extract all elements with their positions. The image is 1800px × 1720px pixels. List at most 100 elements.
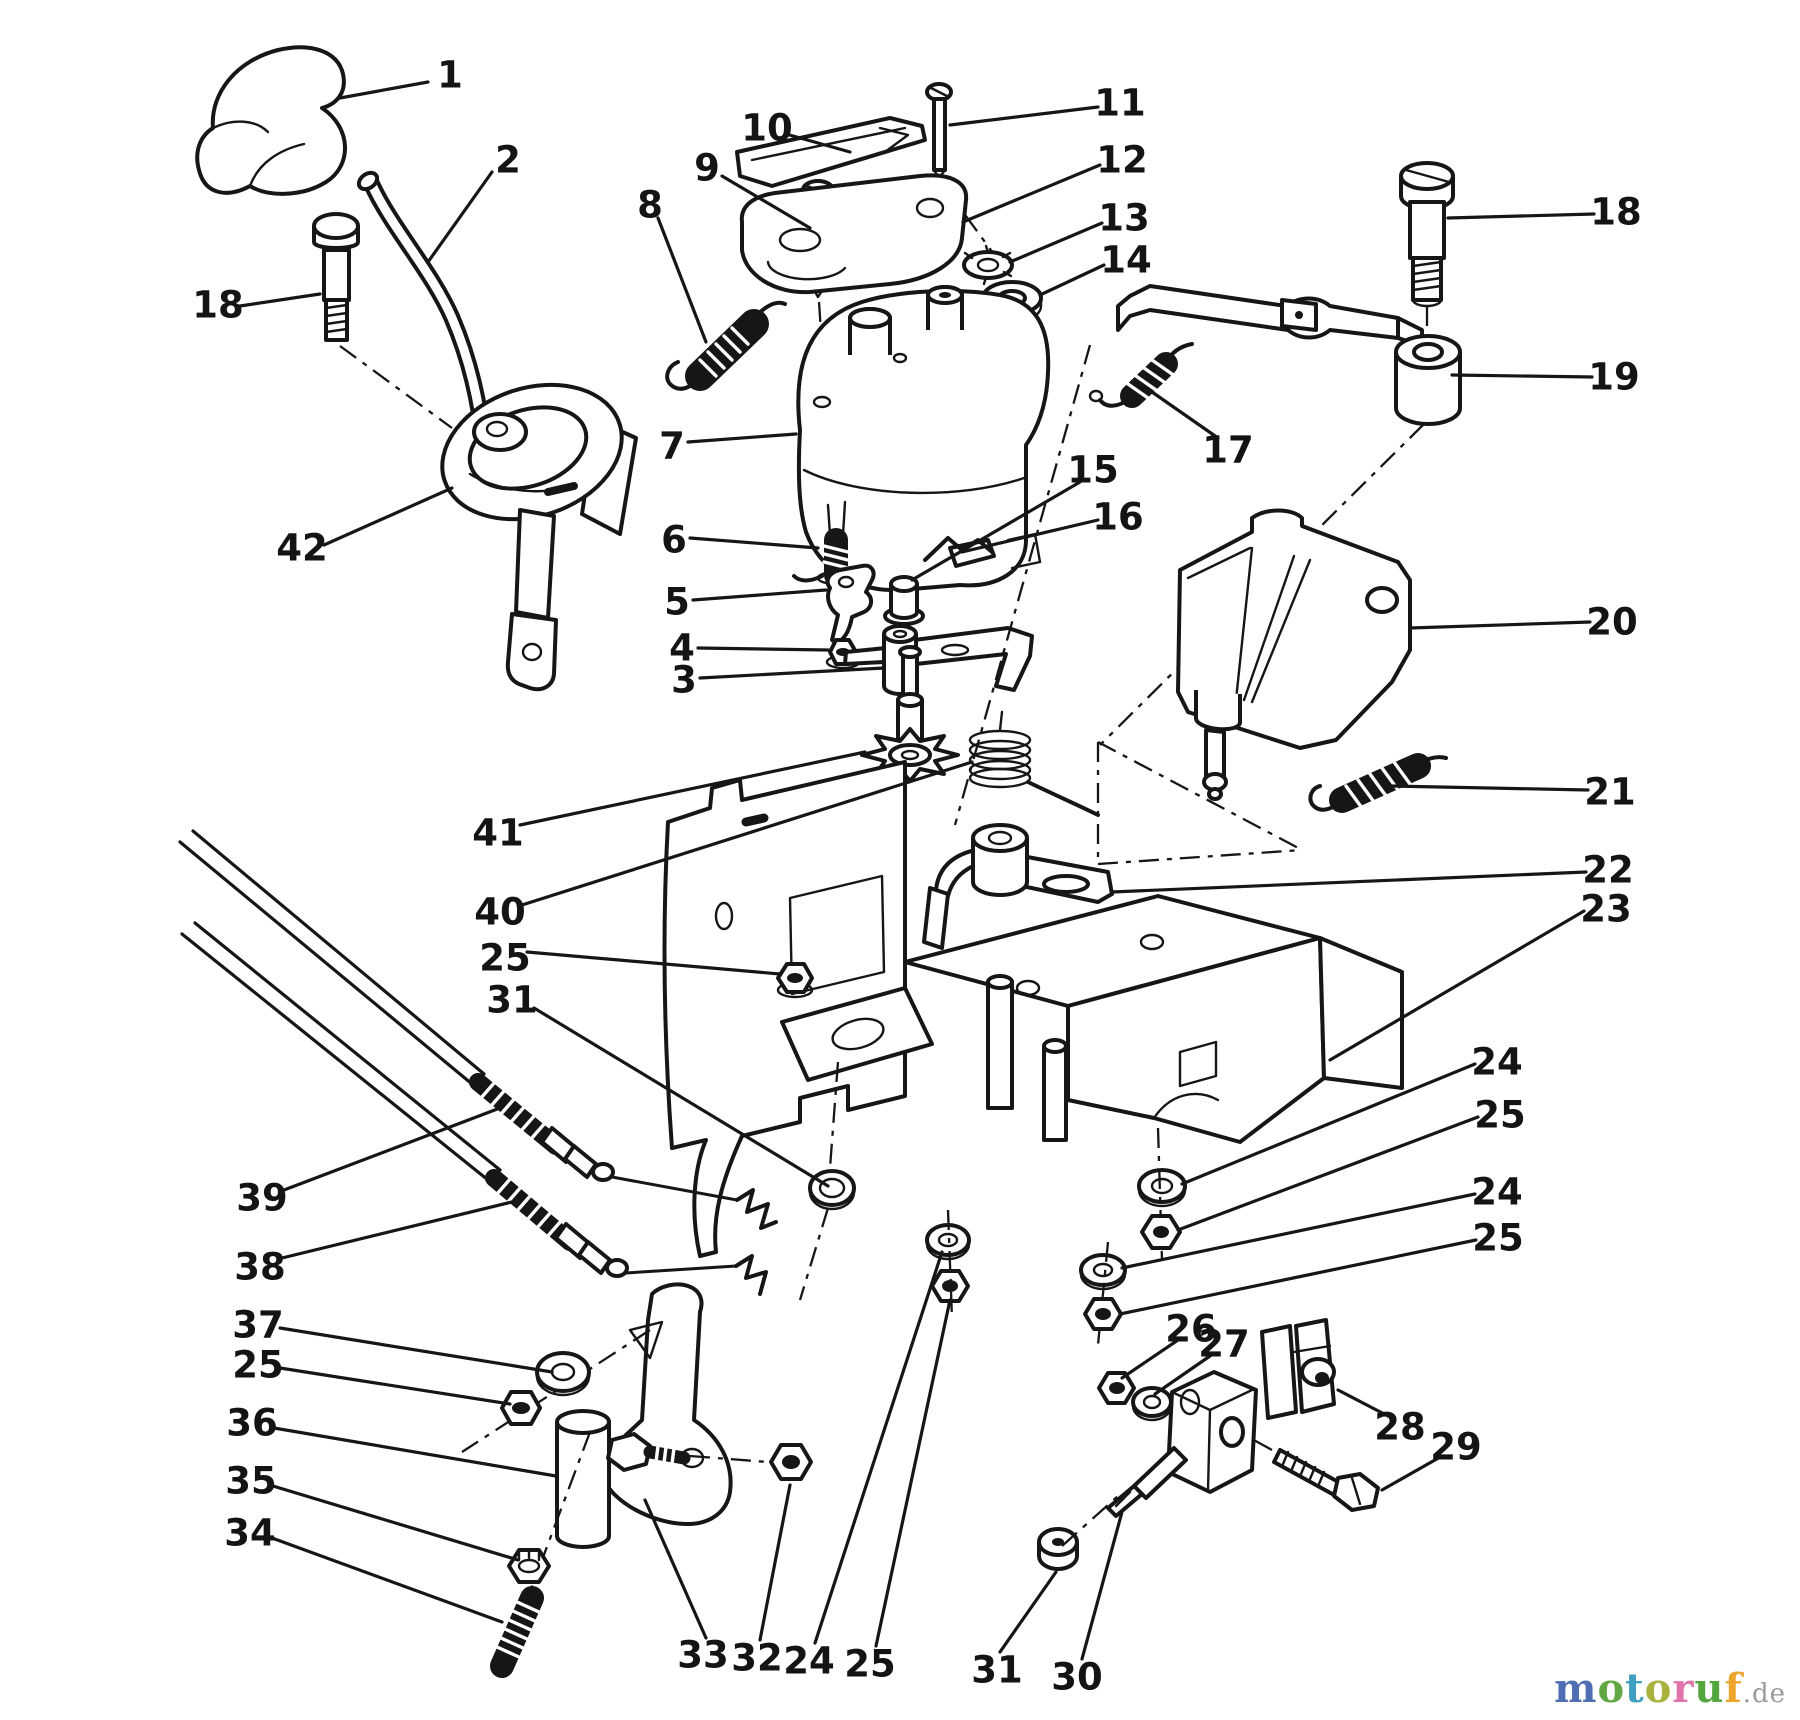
callout-leader-12-7 [961, 163, 1102, 224]
part-nut-25-left-drawing [500, 1390, 542, 1426]
callout-leader-6-14 [688, 536, 820, 550]
callout-leader-24-42 [1180, 1062, 1477, 1186]
callout-number-6-14: 6 [661, 519, 687, 562]
callout-number-26-46: 26 [1165, 1308, 1217, 1351]
watermark-letter: o [1597, 1665, 1626, 1712]
watermark-letter: o [1644, 1665, 1673, 1712]
part-washer-24-right2-drawing [1079, 1241, 1127, 1346]
part-spring-21-drawing [1308, 753, 1448, 813]
part-screw-11-drawing [925, 82, 1027, 299]
callout-number-1-0: 1 [437, 54, 463, 97]
part-mount-28-drawing [1260, 1318, 1336, 1420]
callout-number-25-32: 25 [232, 1344, 284, 1387]
part-cable-39-drawing [178, 829, 778, 1230]
callout-leader-16-19 [960, 518, 1100, 554]
callout-leader-35-34 [271, 1484, 520, 1562]
callout-leader-42-24 [322, 486, 454, 547]
part-plate-3-drawing [843, 624, 1034, 696]
callout-leader-25-43 [1176, 1115, 1480, 1232]
construction-lines [953, 344, 1303, 866]
callout-leader-36-33 [272, 1426, 558, 1478]
callout-number-21-21: 21 [1584, 771, 1636, 814]
callout-number-10-5: 10 [741, 107, 793, 150]
callout-number-9-4: 9 [694, 147, 720, 190]
callout-leader-20-20 [1408, 620, 1592, 630]
part-cover-12-drawing [739, 173, 969, 295]
watermark-suffix: .de [1742, 1679, 1786, 1709]
callout-number-14-9: 14 [1100, 239, 1152, 282]
part-clevis-30-drawing [1106, 1370, 1258, 1518]
callout-leader-17-12 [1150, 390, 1220, 440]
callout-number-38-30: 38 [234, 1246, 286, 1289]
callout-number-40-26: 40 [474, 891, 526, 934]
callout-leader-18-10 [1446, 212, 1596, 220]
callout-leader-31-40 [998, 1570, 1058, 1654]
callout-leader-22-22 [1110, 870, 1588, 894]
part-trunnion-36-drawing [498, 1409, 691, 1673]
callout-leader-23-23 [1328, 909, 1586, 1062]
callout-number-25-39: 25 [844, 1643, 896, 1686]
callout-number-31-40: 31 [971, 1649, 1023, 1692]
callout-leader-25-32 [278, 1366, 512, 1406]
part-grommet-31-drawing [798, 1061, 856, 1301]
part-bracket-42-drawing [440, 382, 638, 692]
callout-number-31-28: 31 [486, 979, 538, 1022]
part-pivot-arm-22-drawing [922, 823, 1114, 950]
callout-number-5-15: 5 [664, 581, 690, 624]
part-washer-37-drawing [535, 1351, 591, 1397]
watermark-letter: u [1694, 1665, 1725, 1712]
callout-leader-28-48 [1336, 1388, 1390, 1418]
part-bolt-29-drawing [1231, 1426, 1380, 1512]
part-washer-27-drawing [1131, 1386, 1173, 1422]
callout-number-41-25: 41 [472, 812, 524, 855]
callout-number-36-33: 36 [226, 1402, 278, 1445]
part-idler-arm-19-drawing [1099, 284, 1462, 746]
callout-number-24-38: 24 [783, 1640, 835, 1683]
part-knob-drawing [195, 45, 347, 196]
part-nut-25-top-drawing [776, 962, 814, 999]
callout-number-25-27: 25 [479, 937, 531, 980]
part-bushing-31-drawing [1037, 1495, 1119, 1571]
callout-number-32-37: 32 [731, 1637, 783, 1680]
callout-number-28-48: 28 [1374, 1406, 1426, 1449]
callout-leader-40-26 [520, 760, 974, 907]
callout-leader-5-15 [691, 588, 828, 602]
callout-number-35-34: 35 [225, 1460, 277, 1503]
callout-layer: 1218891011121314181917765431516202122234… [192, 54, 1642, 1699]
callout-leader-9-4 [720, 174, 812, 230]
callout-number-23-23: 23 [1580, 888, 1632, 931]
callout-number-8-3: 8 [637, 184, 663, 227]
callout-number-12-7: 12 [1096, 139, 1148, 182]
callout-leader-18-2 [238, 292, 322, 308]
callout-leader-2-1 [426, 170, 494, 264]
callout-leader-41-25 [518, 750, 867, 827]
part-frame-23-drawing [662, 760, 1404, 1258]
callout-leader-11-6 [948, 105, 1100, 127]
part-cover-20-drawing [1176, 508, 1412, 801]
callout-number-24-44: 24 [1471, 1171, 1523, 1214]
callout-leader-19-11 [1450, 373, 1594, 379]
part-spring-17-drawing [1088, 342, 1194, 408]
callout-leader-1-0 [338, 80, 430, 100]
callout-leader-7-13 [686, 432, 798, 444]
watermark-letter: t [1625, 1665, 1645, 1712]
part-nut-32-drawing [689, 1443, 813, 1481]
callout-number-15-18: 15 [1067, 449, 1119, 492]
callout-leader-39-29 [282, 1106, 502, 1192]
callout-number-4-16: 4 [669, 627, 695, 670]
callout-leader-15-18 [910, 480, 1082, 582]
callout-leader-14-9 [1038, 263, 1106, 297]
watermark-letter: m [1554, 1665, 1598, 1712]
part-nut-25-right1-drawing [1140, 1214, 1182, 1250]
callout-number-18-10: 18 [1590, 191, 1642, 234]
callout-leader-29-49 [1380, 1454, 1444, 1492]
callout-number-18-2: 18 [192, 284, 244, 327]
callout-number-25-43: 25 [1474, 1094, 1526, 1137]
callout-number-39-29: 39 [236, 1177, 288, 1220]
part-spring-8-drawing [665, 300, 787, 391]
callout-number-30-41: 30 [1051, 1656, 1103, 1699]
callout-number-34-35: 34 [224, 1512, 276, 1555]
callout-leader-21-21 [1388, 784, 1590, 792]
part-nut-35-drawing [507, 1548, 551, 1584]
callout-leader-4-16 [696, 646, 830, 652]
